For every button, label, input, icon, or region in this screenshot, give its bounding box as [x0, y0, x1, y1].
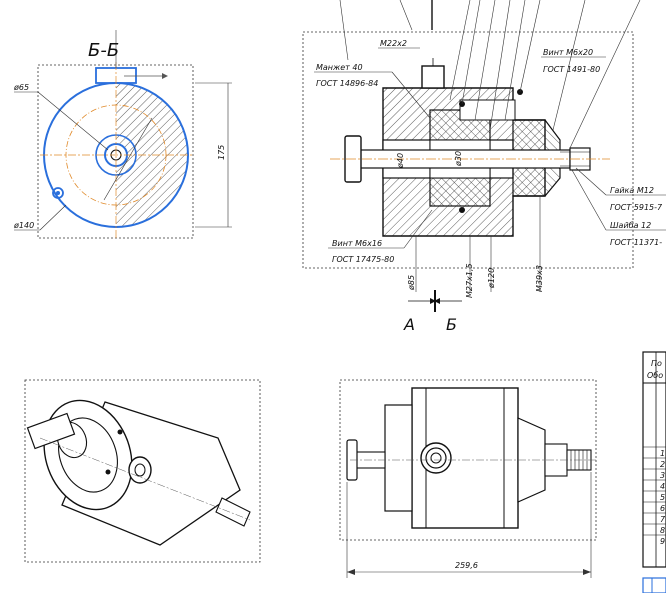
table-header-1: По	[651, 359, 662, 368]
isometric-view	[24, 379, 261, 563]
d65-leader	[37, 91, 109, 151]
table-row-number: 9	[660, 537, 665, 546]
table-rows: 1 2 3 4 5 6 7 8 9	[643, 446, 666, 546]
table-row-number: 1	[660, 449, 665, 458]
washer-label: Шайба 12	[610, 221, 651, 230]
nut-leader	[575, 167, 607, 196]
table-row-number: 7	[660, 515, 666, 524]
iso-nut	[215, 497, 251, 527]
leader-i	[552, 0, 586, 131]
cut-arrowhead-left	[430, 298, 436, 304]
table-row-number: 6	[660, 504, 665, 513]
dim-259-arrow-left	[347, 569, 355, 575]
section-label: Б-Б	[88, 40, 119, 61]
screw-bottom-std: ГОСТ 17475-80	[332, 255, 394, 264]
table-row-number: 5	[660, 493, 665, 502]
nut-label: Гайка М12	[610, 186, 654, 195]
dim-d40: ø40	[396, 153, 405, 169]
table-row-number: 2	[660, 460, 665, 469]
x-axis-arrow	[162, 73, 168, 79]
cuff-leader	[391, 71, 431, 119]
table-row-number: 3	[660, 471, 665, 480]
washer-std: ГОСТ 11371-	[610, 238, 662, 247]
d140-leader	[39, 204, 67, 231]
dim-m27: M27x1,5	[465, 263, 474, 298]
bolt-hole	[52, 187, 64, 199]
thread-lines	[560, 151, 590, 167]
leader-k	[339, 0, 349, 61]
leader-h	[519, 0, 541, 93]
front-view-frame	[37, 64, 194, 239]
iso-port-inner	[134, 463, 146, 477]
side-port-mid	[425, 447, 447, 469]
leader-a	[399, 0, 413, 31]
iso-front-face	[43, 399, 133, 511]
dim-m39: M39x3	[535, 265, 544, 292]
iso-knob	[26, 412, 76, 450]
parts-table: По Обо 1 2 3 4 5 6 7 8 9	[642, 351, 666, 593]
leader-f	[489, 0, 511, 131]
top-fitting	[421, 65, 445, 89]
screw-bottom-label: Винт М6х16	[332, 239, 382, 248]
washer-leader	[571, 169, 607, 231]
section-letter-b: Б	[446, 315, 457, 334]
dim-d85: ø85	[407, 275, 416, 291]
side-flange	[384, 404, 413, 512]
iso-port	[128, 456, 152, 484]
cut-arrowhead-right	[434, 298, 440, 304]
screw-top-std: ГОСТ 1491-80	[543, 65, 600, 74]
screw-bottom-leader	[403, 209, 433, 249]
dim-d30: ø30	[454, 151, 463, 167]
title-block-corner	[642, 577, 666, 593]
dim-d65: ø65	[13, 83, 29, 92]
dim-d120: ø120	[487, 268, 496, 289]
side-cap	[517, 417, 546, 503]
table-row-number: 8	[660, 526, 665, 535]
dim-259-arrow-right	[583, 569, 591, 575]
table-row-number: 4	[660, 482, 665, 491]
leader-c	[449, 0, 471, 101]
section-letter-a: А	[403, 315, 415, 334]
side-port-inner	[430, 452, 442, 464]
iso-view-frame	[24, 379, 261, 563]
leader-d	[461, 0, 481, 105]
iso-axis	[39, 437, 251, 521]
dim-175: 175	[217, 145, 226, 160]
iso-bolt-a	[105, 469, 111, 475]
leader-e	[474, 0, 496, 121]
front-view: Б-Б 175 ø65 ø140	[13, 30, 232, 239]
dim-259: 259,6	[455, 561, 478, 570]
leader-j	[569, 0, 641, 149]
table-header-2: Обо	[647, 371, 663, 380]
nut-std: ГОСТ 5915-7	[610, 203, 663, 212]
dim-d140: ø140	[13, 221, 34, 230]
top-cavity	[459, 99, 516, 121]
iso-bolt-b	[117, 429, 123, 435]
screw-bottom	[459, 207, 465, 213]
section-view: M22x2 Манжет 40 ГОСТ 14896-84 Винт М6х20…	[302, 0, 666, 334]
thread-m22: M22x2	[380, 39, 407, 48]
section-view-frame	[302, 31, 634, 269]
side-port-outer	[420, 442, 452, 474]
iso-front-ring	[58, 417, 118, 493]
side-view: 259,6	[339, 379, 597, 578]
screw-top-label: Винт М6х20	[543, 48, 593, 57]
leader-g	[504, 0, 526, 121]
cuff-std: ГОСТ 14896-84	[316, 79, 378, 88]
bolt-hole-core	[56, 191, 60, 195]
cuff-label: Манжет 40	[316, 63, 363, 72]
diag-dim	[103, 117, 153, 201]
